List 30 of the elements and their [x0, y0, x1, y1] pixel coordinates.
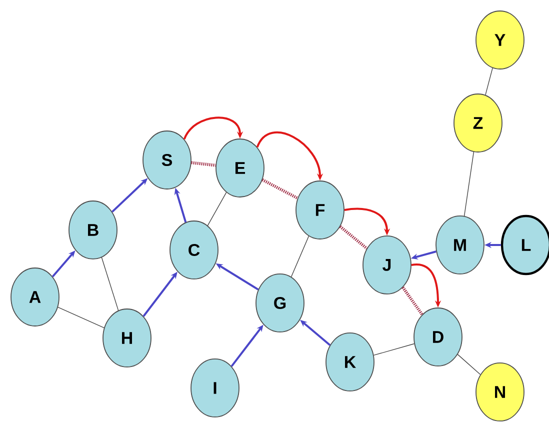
connector-line	[262, 178, 298, 200]
circle-node: A	[10, 268, 60, 326]
circle-node: I	[190, 358, 240, 418]
connector-line	[457, 354, 481, 375]
circle-node: S	[142, 130, 192, 190]
connector-line	[402, 286, 424, 316]
circle-node: M	[436, 216, 484, 274]
circle-node: J	[362, 236, 412, 294]
circle-node: B	[68, 200, 118, 260]
arrow	[183, 116, 244, 140]
circle-node: E	[216, 138, 264, 198]
circle-node: C	[170, 220, 218, 280]
connector-line	[290, 236, 310, 278]
circle-node: D	[414, 308, 462, 366]
circle-node: Y	[476, 10, 524, 70]
circle-node: N	[476, 362, 524, 422]
connector-line	[485, 68, 493, 96]
circle-node: L	[500, 214, 549, 276]
connector-line	[339, 225, 368, 250]
circle-node: G	[256, 274, 304, 332]
circle-node: K	[326, 332, 374, 392]
connector-line	[373, 343, 415, 356]
connector-line	[101, 257, 119, 311]
circle-node: H	[102, 308, 152, 368]
connector-line	[191, 161, 216, 167]
connector-line	[464, 152, 474, 216]
connector-line	[58, 306, 104, 328]
connector-line	[207, 192, 227, 226]
circle-node: Z	[454, 94, 502, 152]
circle-node: F	[296, 180, 344, 240]
